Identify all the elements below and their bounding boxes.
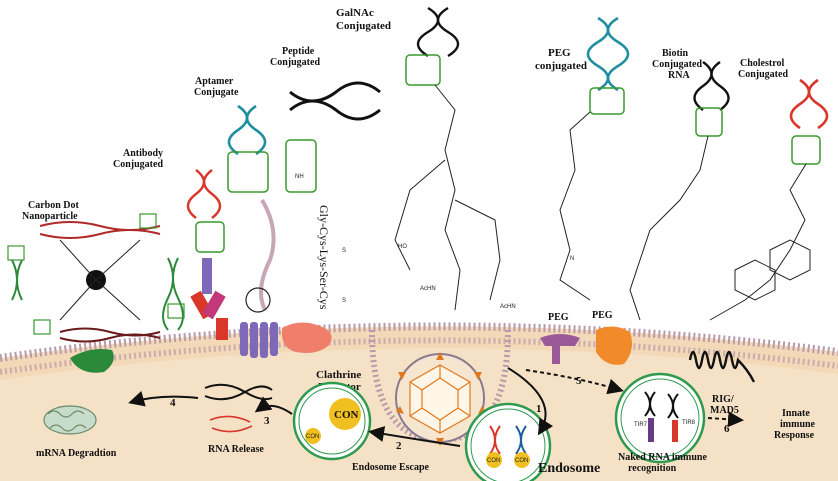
carbon-dot-dna-left [11,259,23,301]
peg-conjugate: PEG conjugated N PEG PEG [535,16,630,323]
biotin-dna-helix [693,61,730,111]
membrane-receptors [70,322,756,383]
endosome-escape-label: Endosome Escape [352,462,430,473]
purple-receptor [240,322,278,358]
cholesterol-label-2: Conjugated [738,69,788,80]
step-1: 1 [536,403,542,415]
aptamer-conjugate: Aptamer Conjugate [194,76,276,313]
released-rna-red [209,415,253,433]
step-4: 4 [170,397,176,409]
antibody-y-icon [190,258,228,340]
aptamer-linker-box [227,151,269,193]
galnac-dna-helix [416,6,460,58]
peptide-linker-box [285,139,317,193]
rig-mad5-label-2: MAD5 [710,405,739,416]
con-label-small-3: CON [515,458,528,464]
tir7-label: TIR7 [634,422,648,428]
galnac-conjugate: GalNAc Conjugated HO AcHN AcHN [336,6,516,311]
fullerene-icon [409,364,471,434]
peg-receptor [540,334,580,364]
antibody-conjugate: Antibody Conjugated [113,148,228,340]
mrna-degradation-label: mRNA Degradtion [36,448,117,459]
rna-release-label: RNA Release [208,444,264,455]
peptide-label-1: Peptide [282,46,315,57]
galnac-chem-achn-2: AcHN [500,304,516,310]
escaped-endosome: CON CON [292,381,372,461]
biotin-label-2: Conjugated [652,59,702,70]
carbon-dot-dna-right [162,257,184,331]
peg-linker-box [589,87,625,115]
carbon-dot-dna-top [39,221,161,239]
serpentine-receptor [688,350,756,383]
orange-receptor [596,326,632,365]
biotin-conjugate: Biotin Conjugated RNA [629,48,730,321]
tir8-label: TIR8 [682,420,696,426]
con-label-small-1: CON [306,434,319,440]
innate-label-3: Response [774,430,815,441]
carbon-dot-conjugate: Carbon Dot Nanoparticle [7,200,185,343]
peptide-chem-s-1: S [342,248,346,254]
innate-label-1: Innate [782,408,810,419]
innate-label-2: immune [780,419,816,430]
step-5: 5 [576,375,582,387]
peptide-conjugate: Peptide Conjugated NH Gly-Cys-Lys-Ser-Cy… [270,46,381,310]
peptide-label-2: Conjugated [270,57,320,68]
peg-tag-2: PEG [592,310,613,321]
aptamer-label-2: Conjugate [194,87,239,98]
galnac-linker-box [405,54,441,86]
peptide-sequence: Gly-Cys-Lys-Ser-Cys [317,205,331,310]
peg-label-1: PEG [548,47,571,59]
pathway-arrows [128,367,744,447]
carbon-dot-dna-bottom [59,327,161,343]
carbon-dot-label-2: Nanoparticle [22,211,78,222]
antibody-linker-box [195,221,225,253]
carbon-dot-label-1: Carbon Dot [28,200,80,211]
biotin-label-1: Biotin [662,48,689,59]
peg-chem-n: N [570,256,574,262]
rig-mad5-label-1: RIG/ [712,394,734,405]
peg-dna-helix [586,16,630,92]
con-label-small-2: CON [487,458,500,464]
peptide-chem-nh: NH [295,174,304,180]
aptamer-dna-helix [227,104,267,156]
naked-rna-label-1: Naked RNA immune [618,452,707,463]
antibody-dna-helix [186,169,222,219]
immune-endosome: TIR7 TIR8 [614,372,706,464]
green-protein [70,349,114,373]
galnac-label-2: Conjugated [336,20,391,32]
con-label-big: CON [334,409,359,421]
cholesterol-linker-box [791,135,821,165]
peptide-dna-helix [289,81,381,121]
galnac-chem-ho: HO [398,244,407,250]
galnac-label-1: GalNAc [336,7,374,19]
cholesterol-dna-helix [789,78,829,130]
peptide-chem-s-2: S [342,298,346,304]
galnac-chem-achn: AcHN [420,286,436,292]
endosome-label: Endosome [538,461,600,476]
biotin-linker-box [695,107,723,137]
step-2: 2 [396,440,402,452]
endosome: CON CON [464,402,552,481]
antibody-label-1: Antibody [123,148,163,159]
biotin-label-3: RNA [668,70,690,81]
step-3: 3 [264,415,270,427]
naked-rna-label-2: recognition [628,463,677,474]
degraded-mrna-icon [43,405,97,435]
clathrin-receptor [281,322,332,353]
endocytic-pit [369,329,511,446]
antibody-label-2: Conjugated [113,159,163,170]
step-6: 6 [724,423,730,435]
clathrine-label-1: Clathrine [316,369,361,381]
cholesterol-label-1: Cholestrol [740,58,784,69]
peg-label-2: conjugated [535,60,587,72]
cholesterol-conjugate: Cholestrol Conjugated [709,58,829,321]
aptamer-label-1: Aptamer [195,76,234,87]
peg-tag-1: PEG [548,312,569,323]
